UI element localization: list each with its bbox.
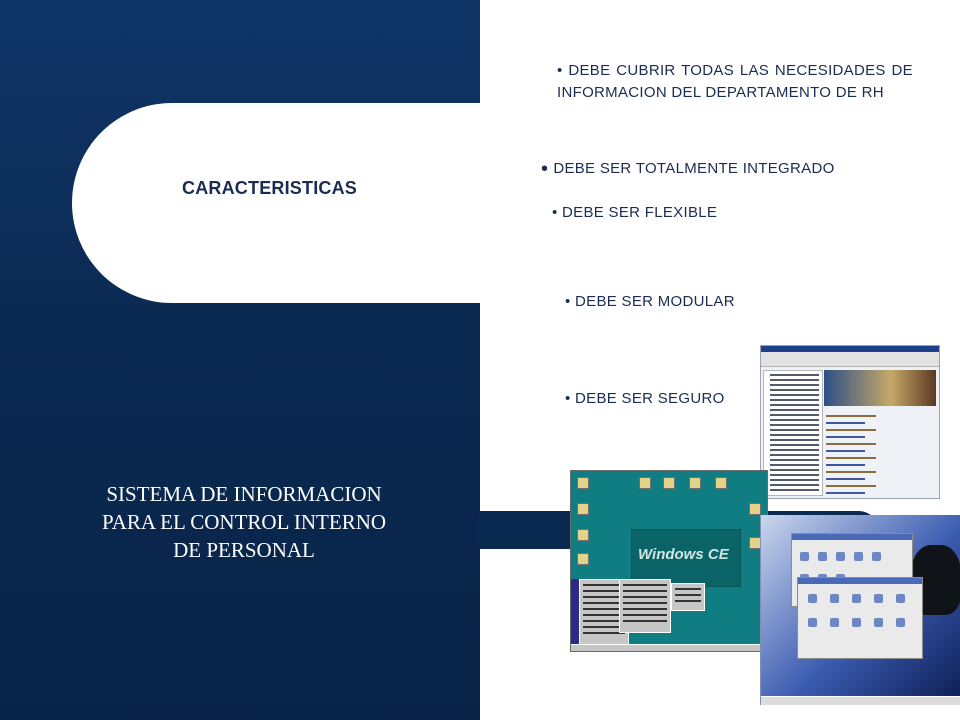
desktop-icon [663,477,675,489]
system-title: SISTEMA DE INFORMACION PARA EL CONTROL I… [101,482,387,562]
desktop-icon [639,477,651,489]
bullet-text-3: DEBE SER FLEXIBLE [562,204,718,221]
start-menu-sidebar [571,579,579,645]
screenshot-titlebar [761,346,939,352]
bullet-item-3: • DEBE SER FLEXIBLE [552,204,718,221]
windows-ce-splash-text: Windows CE [638,546,729,563]
accessories-submenu [671,583,705,611]
bullet-item-4: • DEBE SER MODULAR [565,293,735,310]
help-browser-screenshot [760,345,940,499]
desktop-icon [715,477,727,489]
bullet-item-1: • DEBE CUBRIR TODAS LAS NECESIDADES DE I… [557,62,913,101]
bullet-text-1: DEBE CUBRIR TODAS LAS NECESIDADES DE INF… [557,62,913,101]
desktop-icon [749,503,761,515]
programs-submenu [619,579,671,633]
bullet-item-5: • DEBE SER SEGURO [565,390,725,407]
screenshot-toolbar [761,352,939,367]
section-heading: CARACTERISTICAS [182,178,358,198]
linux-taskbar [761,696,960,705]
screenshot-tree-panel [763,370,823,496]
linux-desktop-screenshot [760,515,960,705]
windows-ce-splash: Windows CE [631,529,741,587]
desktop-icon [577,529,589,541]
desktop-icon [577,477,589,489]
desktop-icon [689,477,701,489]
ce-taskbar [571,644,767,651]
bullet-text-5: DEBE SER SEGURO [575,390,725,407]
bullet-item-2: •DEBE SER TOTALMENTE INTEGRADO [541,158,835,180]
windows-ce-screenshot: Windows CE [570,470,768,652]
control-panel-window [797,577,923,659]
desktop-icon [577,503,589,515]
screenshot-banner-image [824,370,936,406]
desktop-icon [577,553,589,565]
screenshot-content-lines [826,410,936,494]
bullet-text-4: DEBE SER MODULAR [575,293,735,310]
bullet-text-2: DEBE SER TOTALMENTE INTEGRADO [553,160,835,177]
heading-pill [72,103,492,303]
